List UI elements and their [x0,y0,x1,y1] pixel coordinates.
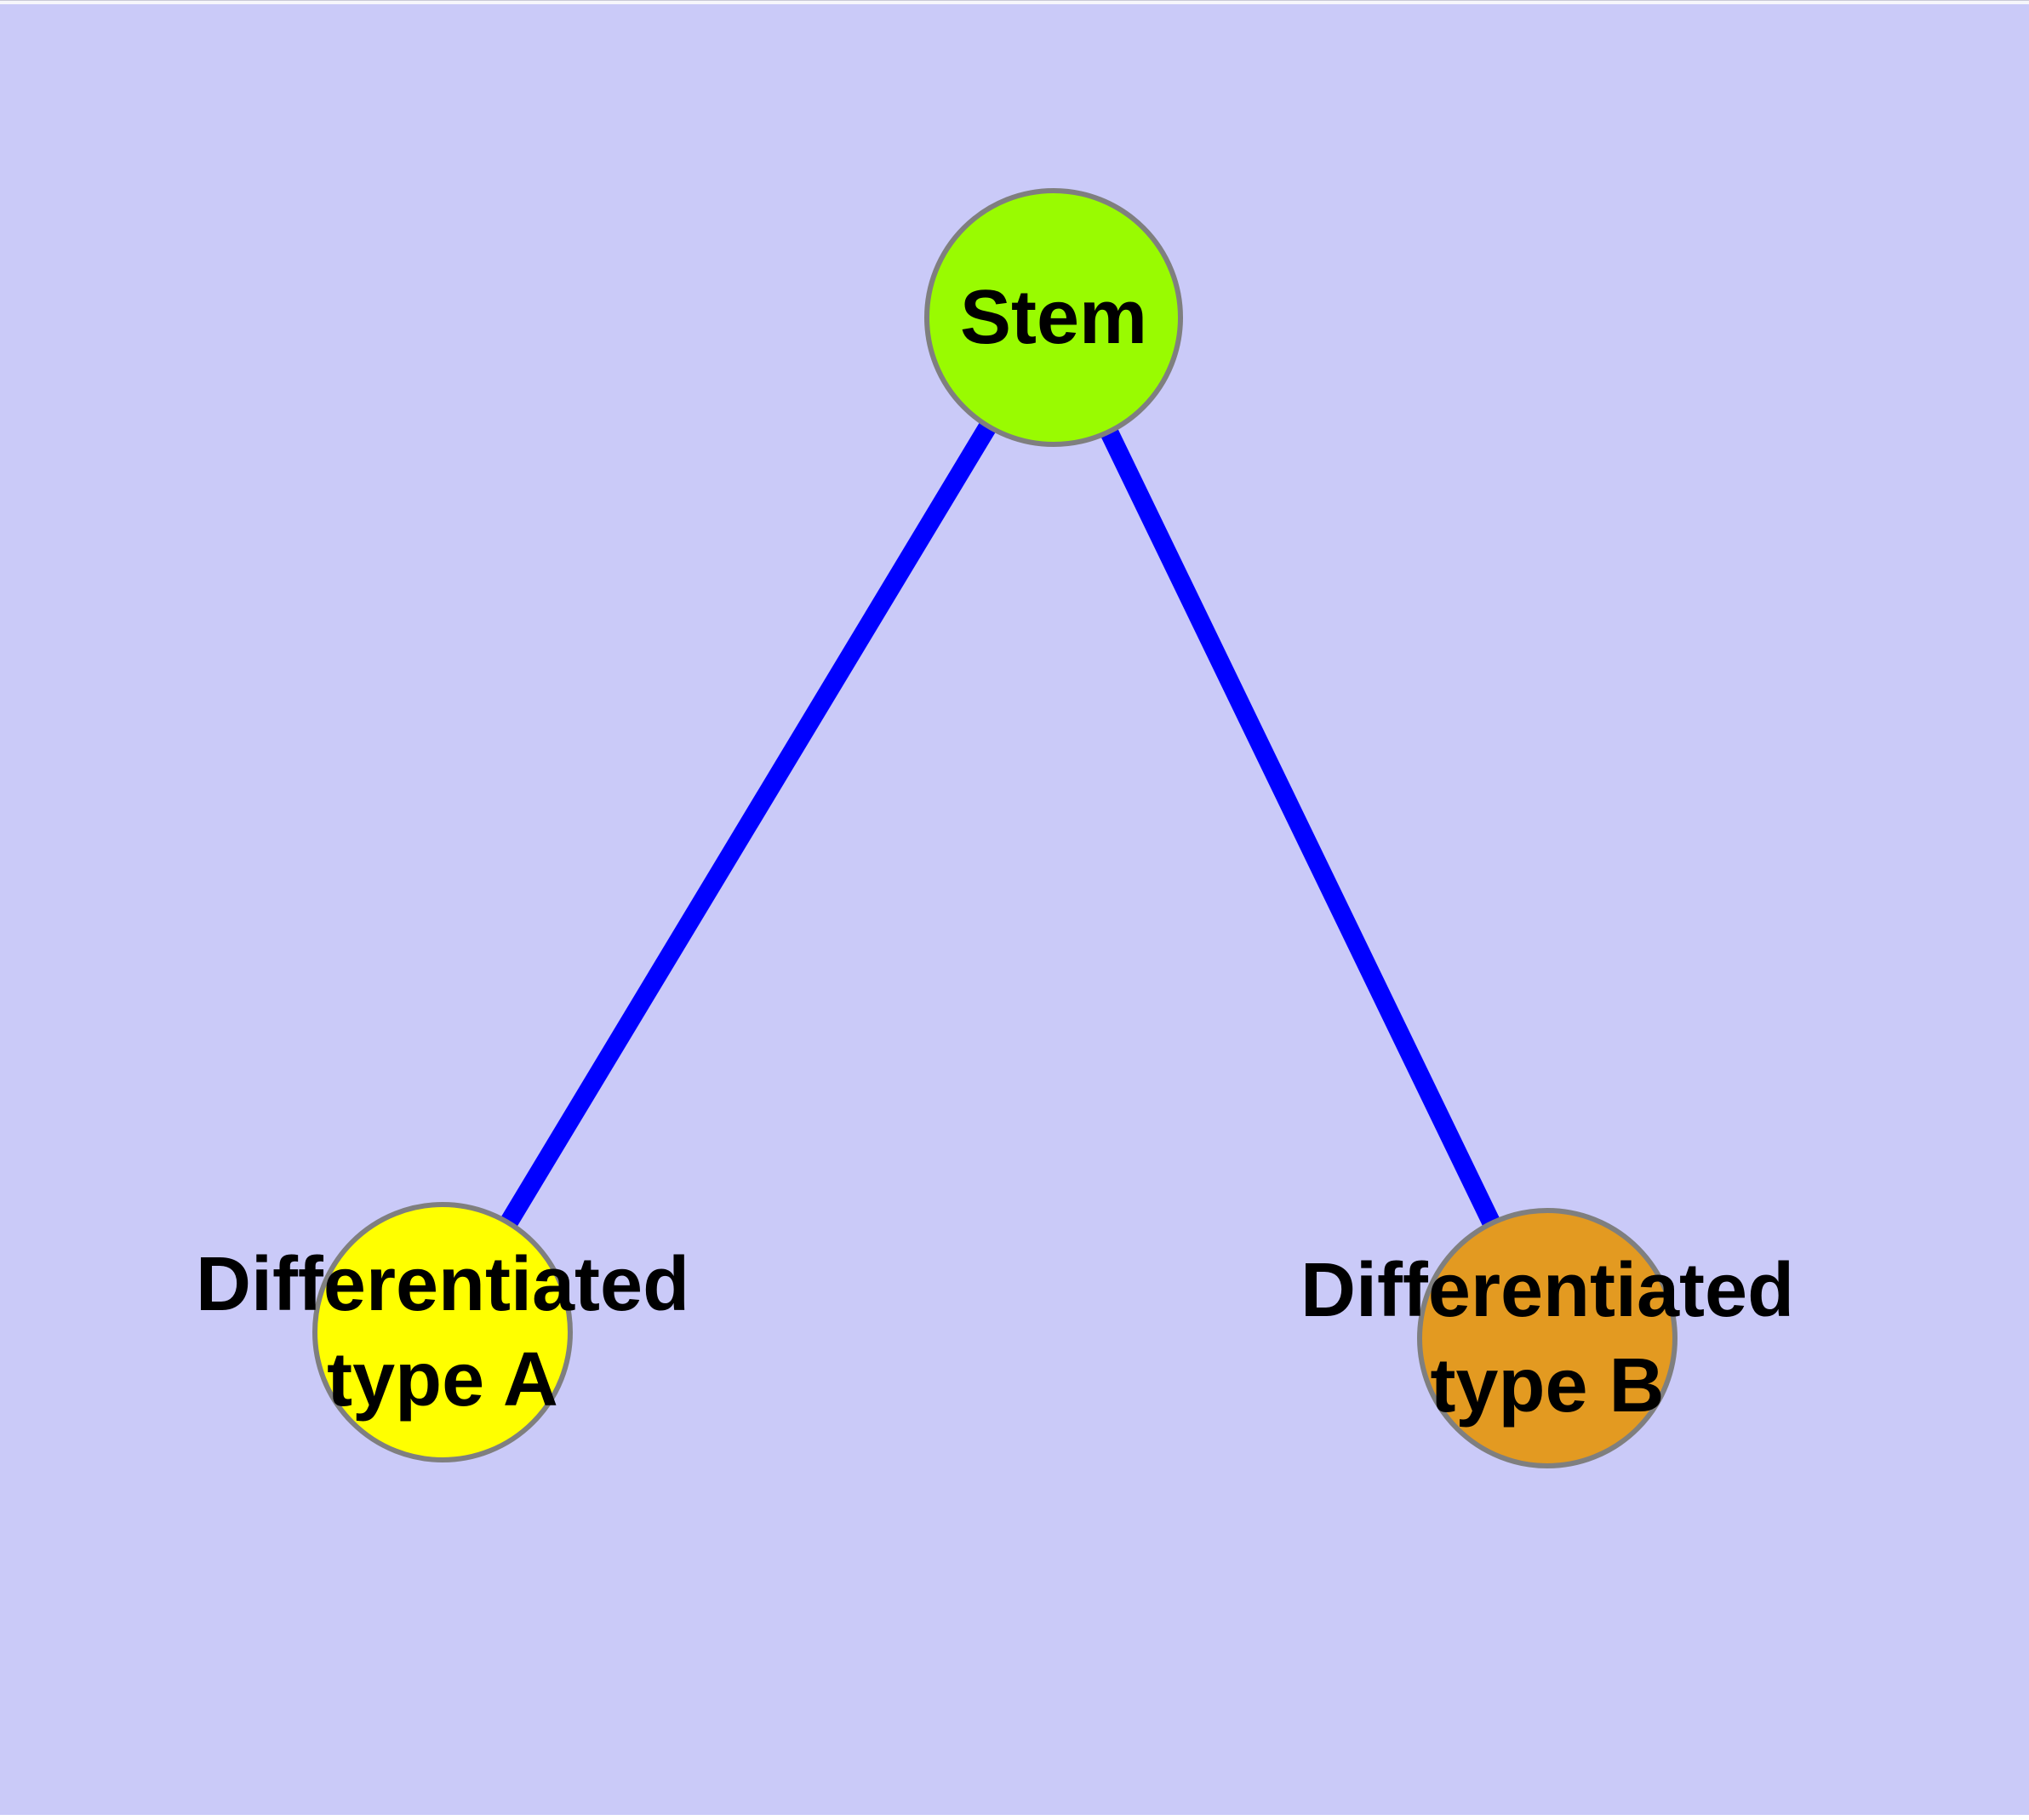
node-stem [924,188,1183,447]
node-label-line: type B [1430,1343,1665,1428]
node-label-stem: Stem [960,270,1147,365]
node-label-differentiated-type-b: Differentiated type B [1300,1243,1794,1434]
node-label-line: type A [327,1337,558,1422]
node-differentiated-type-a [312,1202,573,1462]
window-top-edge [0,0,2029,4]
edge-stem-to-differentiated-type-a [434,312,1062,1337]
node-label-line: Differentiated [1300,1248,1795,1333]
window-bottom-edge [0,1815,2029,1820]
node-differentiated-type-b [1417,1208,1677,1468]
edge-stem-to-differentiated-type-b [1045,313,1556,1342]
node-label-line: Stem [959,275,1148,360]
node-label-line: Differentiated [195,1242,690,1327]
node-label-differentiated-type-a: Differentiated type A [196,1237,689,1428]
